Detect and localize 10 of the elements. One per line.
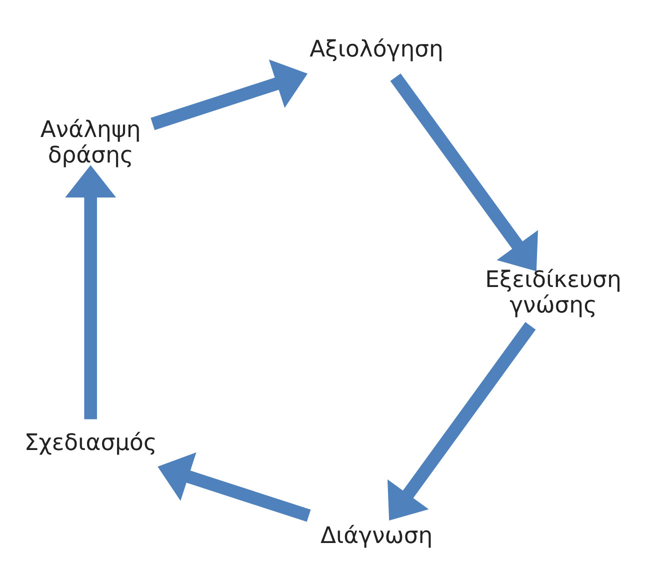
arrow (150, 58, 308, 130)
node-text: Σχεδιασμός (24, 430, 157, 456)
arrow (387, 322, 536, 520)
node-text: Ανάληψη δράσης (40, 116, 141, 168)
arrow (65, 164, 116, 419)
node-text: Διάγνωση (320, 522, 433, 549)
node-text: Εξειδίκευση γνώσης (485, 266, 622, 318)
arrow (390, 73, 538, 271)
node-text: Αξιολόγηση (310, 36, 444, 62)
arrow (158, 452, 311, 522)
